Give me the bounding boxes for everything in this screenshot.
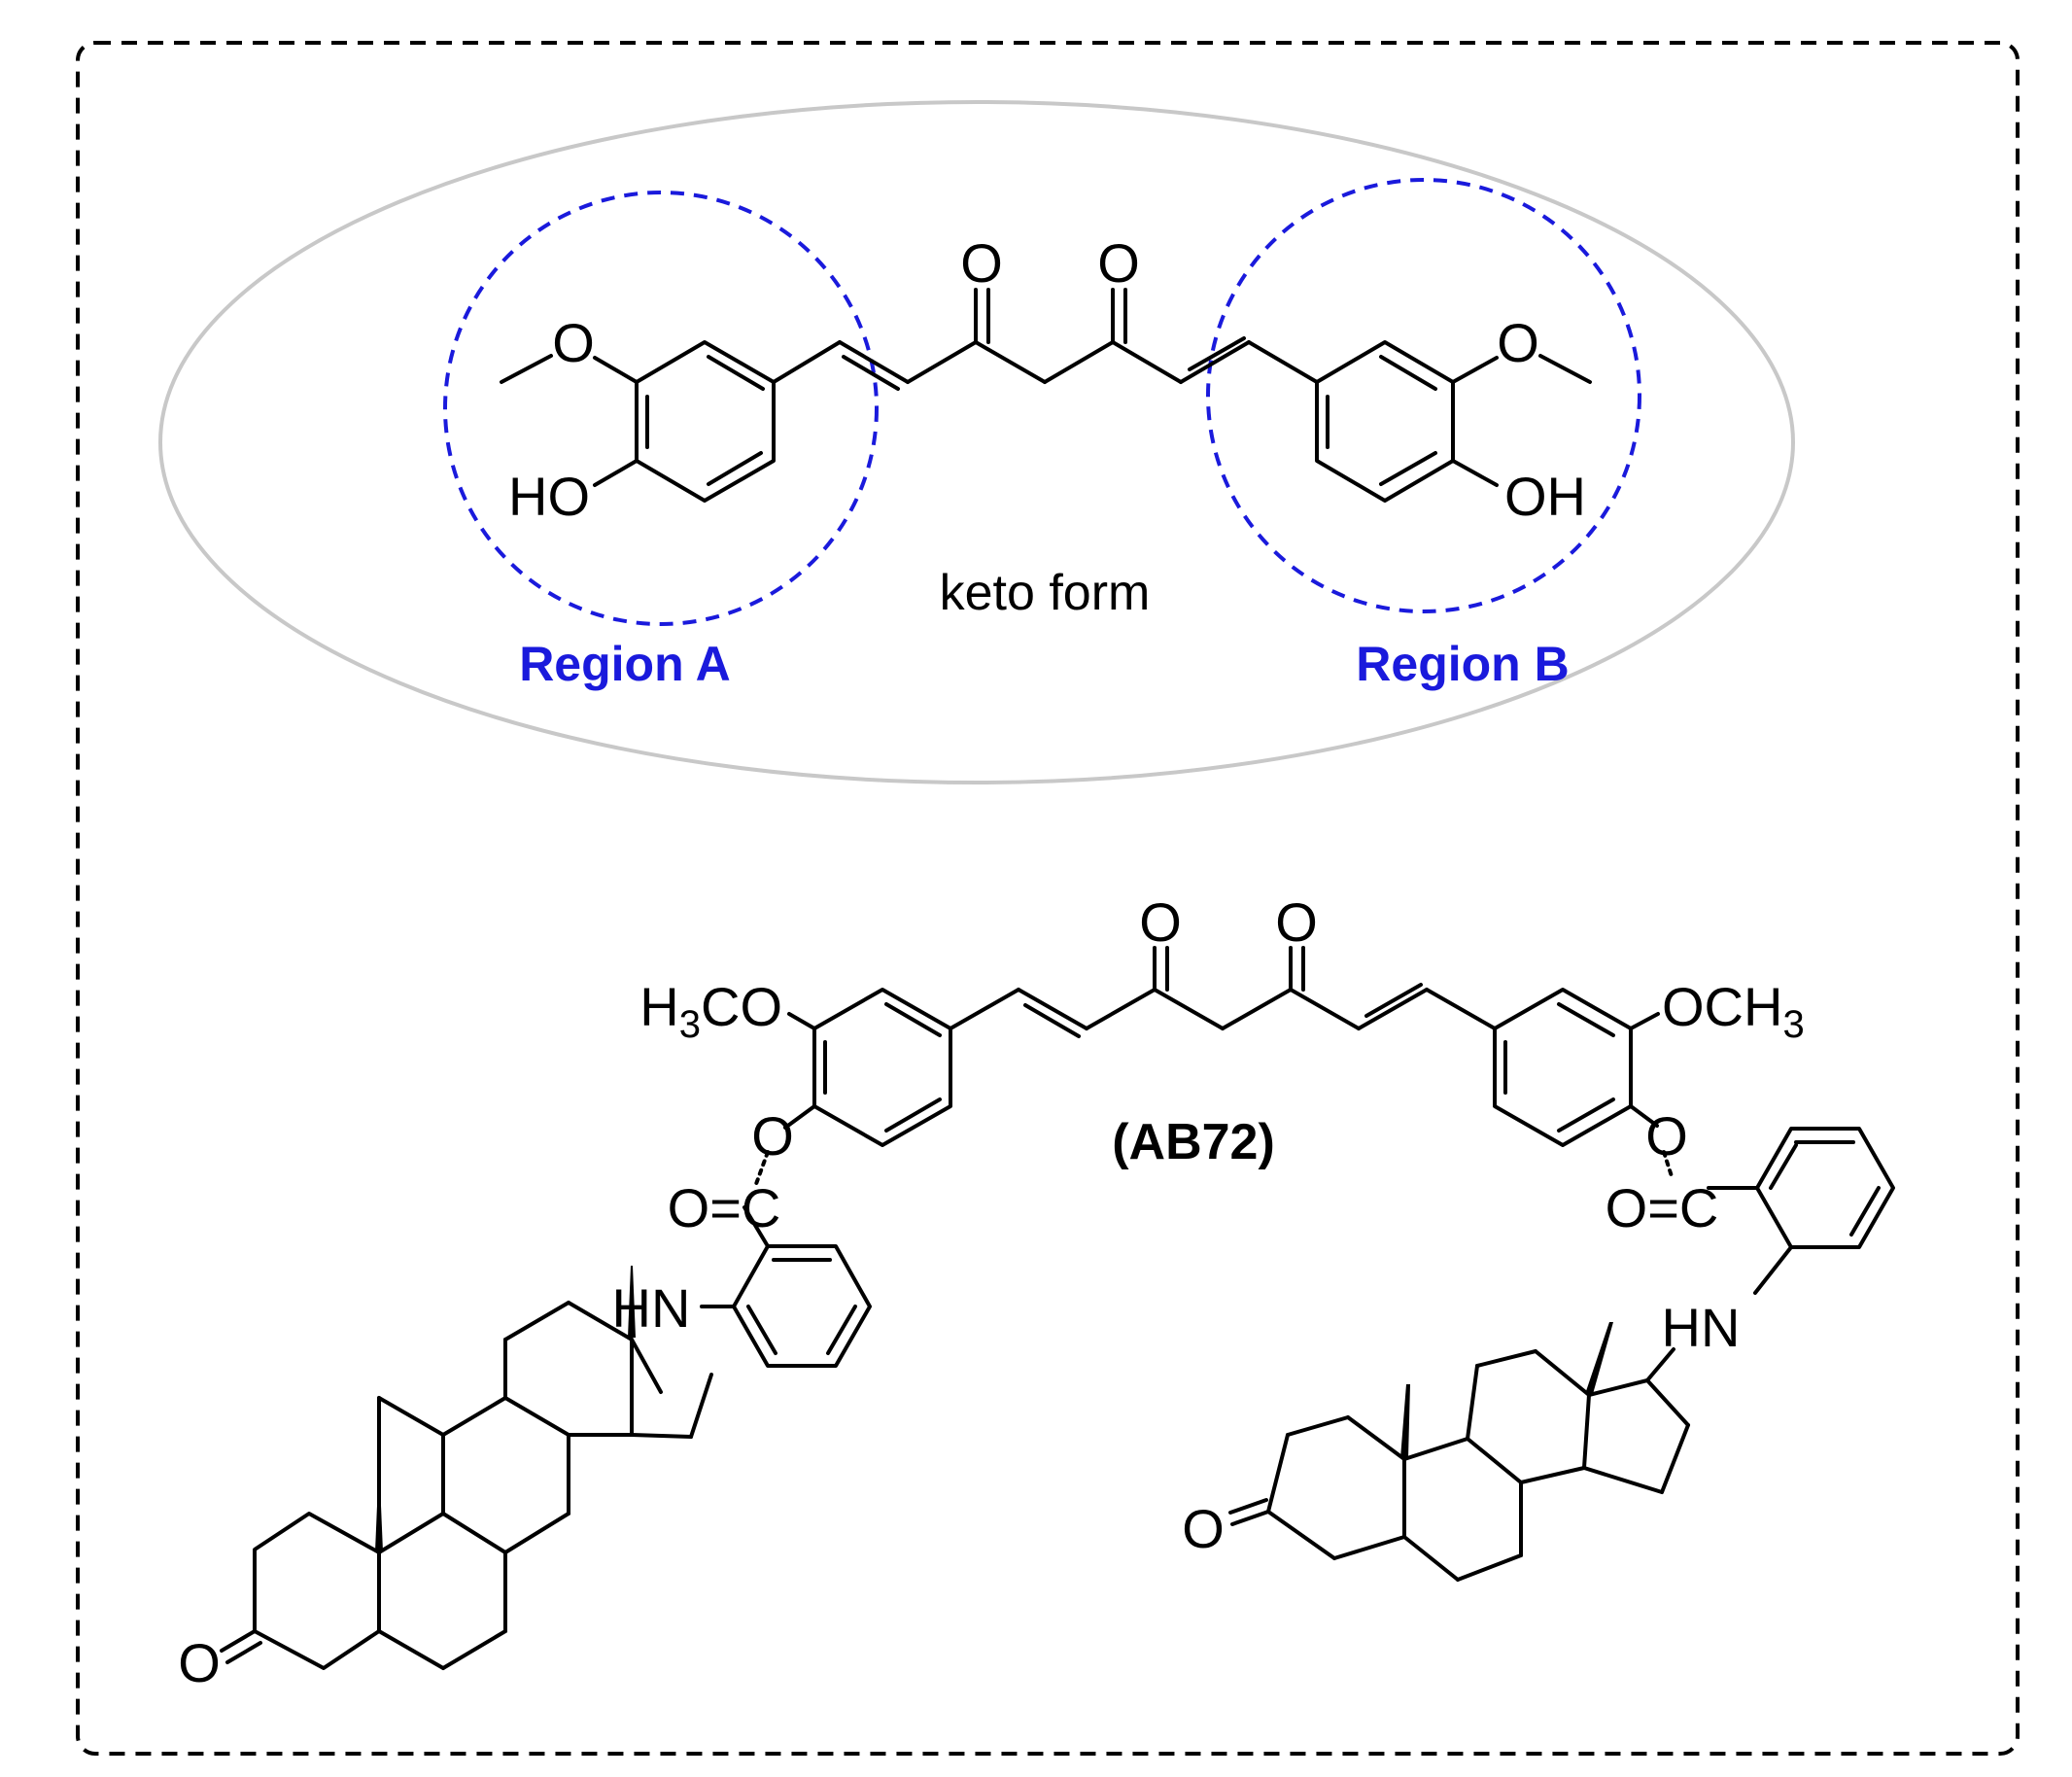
- keto-carbonyl-o-left: O: [960, 232, 1003, 294]
- ab72-carbonyl-o2: O: [1275, 891, 1318, 953]
- keto-form-caption: keto form: [940, 565, 1151, 621]
- ab72-ester-o-right: O: [1645, 1105, 1688, 1167]
- ab72-compound-label: (AB72): [1112, 1114, 1275, 1170]
- ab72-hn-left: HN: [612, 1277, 691, 1339]
- ab72-ketone-o-left: O: [178, 1632, 221, 1693]
- ab72-hn-right: HN: [1662, 1297, 1741, 1358]
- curcumin-keto-structure: [500, 288, 1592, 503]
- keto-carbonyl-o-right: O: [1097, 232, 1140, 294]
- ab72-carbonyl-o1: O: [1139, 891, 1182, 953]
- region-b-circle: [1206, 178, 1641, 613]
- keto-methoxy-o-right: O: [1497, 312, 1539, 373]
- ab72-och3-label: OCH3: [1662, 976, 1805, 1046]
- ab72-ketone-o-right: O: [1182, 1498, 1225, 1559]
- ab72-h3co-label: H3CO: [639, 976, 782, 1046]
- keto-ellipse: [158, 100, 1795, 784]
- keto-methoxy-o-left: O: [552, 312, 595, 373]
- steroid-left: [220, 1266, 713, 1670]
- dashed-frame: [76, 41, 2020, 1756]
- ab72-structure: [220, 946, 1895, 1670]
- ab72-carbonyl-left: O=C: [668, 1177, 781, 1238]
- steroid-right-bonds: [1228, 1322, 1690, 1582]
- ab72-ester-o-left: O: [751, 1105, 794, 1167]
- keto-hydroxy-left: HO: [508, 466, 590, 527]
- ab72-carbonyl-right: O=C: [1606, 1177, 1719, 1238]
- region-b-label: Region B: [1356, 637, 1569, 691]
- keto-hydroxy-right: OH: [1504, 466, 1586, 527]
- region-a-label: Region A: [519, 637, 731, 691]
- region-a-circle: [443, 191, 879, 626]
